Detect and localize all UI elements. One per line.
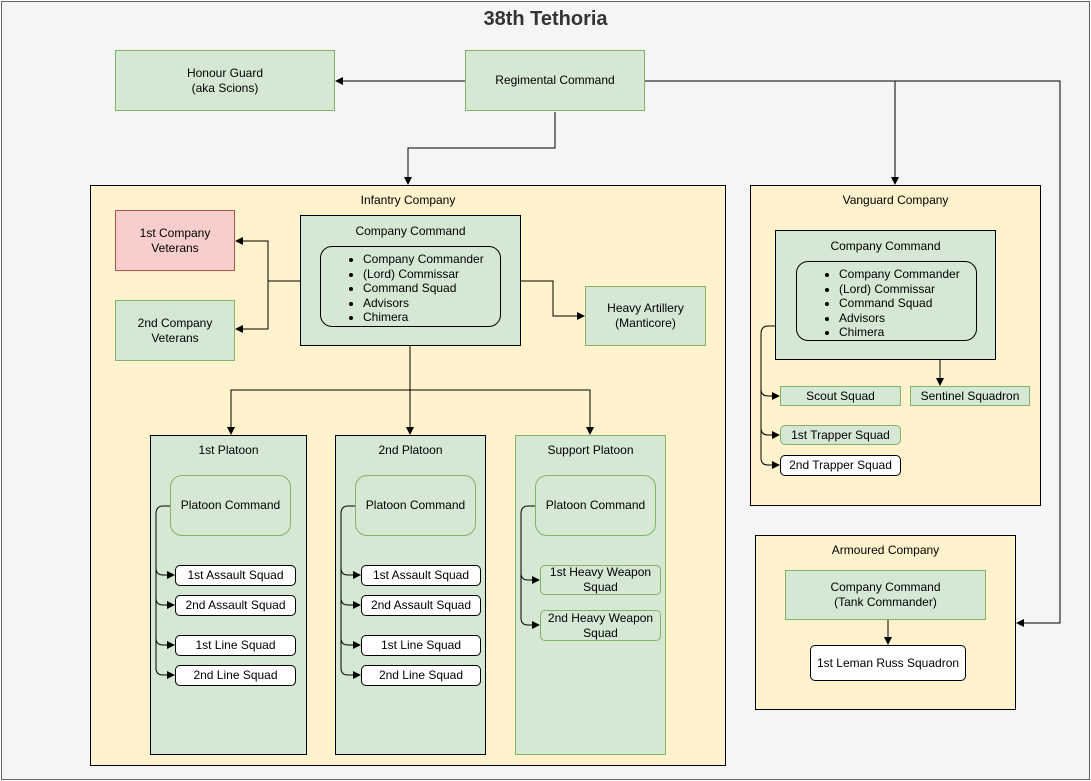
scout-squad-box[interactable]: Scout Squad [780, 386, 901, 406]
honour-guard-box[interactable]: Honour Guard (aka Scions) [115, 50, 335, 111]
first-platoon-title: 1st Platoon [198, 443, 259, 457]
vanguard-company-command[interactable]: Company Command Company Commander (Lord)… [775, 230, 996, 360]
list-item: Advisors [839, 311, 976, 326]
infantry-command-details: Company Commander (Lord) Commissar Comma… [320, 246, 501, 327]
first-platoon-squad-4[interactable]: 2nd Line Squad [175, 665, 296, 686]
list-item: Company Commander [839, 267, 976, 282]
second-platoon-squad-3[interactable]: 1st Line Squad [361, 635, 481, 656]
support-platoon-command-box[interactable]: Platoon Command [535, 475, 656, 536]
vanguard-company-command-title: Company Command [830, 239, 941, 253]
support-platoon-squad-1[interactable]: 1st Heavy Weapon Squad [540, 565, 661, 595]
sentinel-squadron-box[interactable]: Sentinel Squadron [910, 386, 1030, 406]
infantry-company-command-title: Company Command [355, 224, 466, 238]
vanguard-command-details: Company Commander (Lord) Commissar Comma… [796, 261, 977, 341]
diagram-title: 38th Tethoria [483, 8, 608, 30]
list-item: Company Commander [363, 252, 500, 267]
list-item: Command Squad [363, 281, 500, 296]
leman-russ-squadron-box[interactable]: 1st Leman Russ Squadron [810, 645, 966, 681]
first-platoon-command-box[interactable]: Platoon Command [170, 475, 291, 536]
armoured-company-container: Armoured Company [755, 535, 1016, 710]
list-item: Chimera [839, 325, 976, 340]
support-platoon-title: Support Platoon [547, 443, 634, 457]
armoured-company-title: Armoured Company [831, 543, 940, 557]
first-trapper-squad-box[interactable]: 1st Trapper Squad [780, 425, 901, 445]
second-platoon-squad-4[interactable]: 2nd Line Squad [361, 665, 481, 686]
list-item: Command Squad [839, 296, 976, 311]
first-platoon-squad-1[interactable]: 1st Assault Squad [175, 565, 296, 586]
second-company-veterans-box[interactable]: 2nd Company Veterans [115, 300, 235, 361]
second-platoon-squad-2[interactable]: 2nd Assault Squad [361, 595, 481, 616]
second-platoon-title: 2nd Platoon [378, 443, 443, 457]
second-platoon-command-box[interactable]: Platoon Command [355, 475, 476, 536]
regimental-command-box[interactable]: Regimental Command [465, 50, 645, 111]
list-item: (Lord) Commissar [363, 267, 500, 282]
list-item: (Lord) Commissar [839, 282, 976, 297]
armoured-company-command-box[interactable]: Company Command (Tank Commander) [785, 570, 986, 620]
first-platoon-squad-2[interactable]: 2nd Assault Squad [175, 595, 296, 616]
infantry-command-list: Company Commander (Lord) Commissar Comma… [321, 252, 500, 325]
first-platoon-squad-3[interactable]: 1st Line Squad [175, 635, 296, 656]
second-trapper-squad-box[interactable]: 2nd Trapper Squad [780, 455, 901, 476]
list-item: Chimera [363, 310, 500, 325]
heavy-artillery-box[interactable]: Heavy Artillery (Manticore) [585, 286, 706, 346]
first-company-veterans-box[interactable]: 1st Company Veterans [115, 210, 235, 271]
second-platoon-squad-1[interactable]: 1st Assault Squad [361, 565, 481, 586]
vanguard-company-title: Vanguard Company [842, 193, 949, 207]
vanguard-command-list: Company Commander (Lord) Commissar Comma… [797, 267, 976, 340]
list-item: Advisors [363, 296, 500, 311]
infantry-company-command[interactable]: Company Command Company Commander (Lord)… [300, 215, 521, 346]
infantry-company-title: Infantry Company [360, 193, 456, 207]
support-platoon-squad-2[interactable]: 2nd Heavy Weapon Squad [540, 610, 661, 641]
